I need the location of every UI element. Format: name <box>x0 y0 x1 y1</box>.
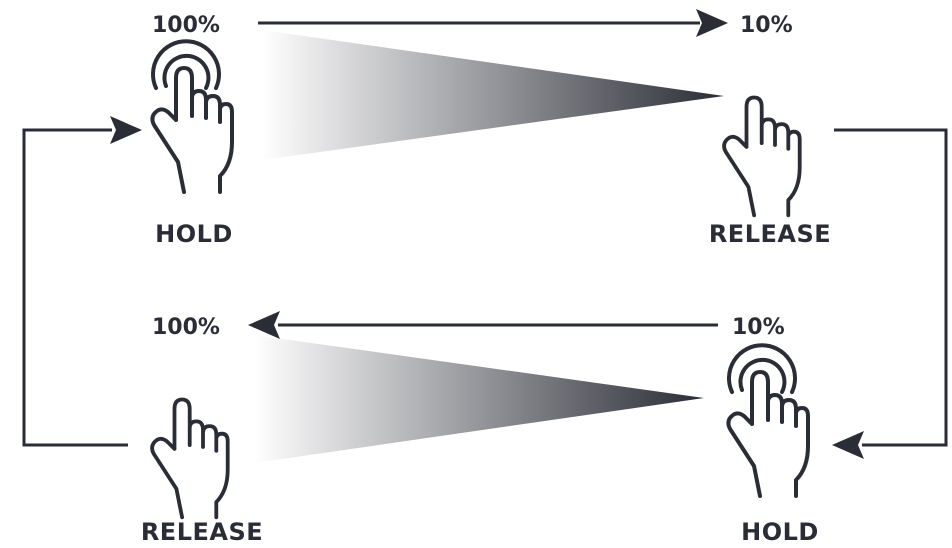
bottom-start-percent: 10% <box>732 315 785 340</box>
top-start-percent: 100% <box>152 13 220 38</box>
hand-tap-hold-icon <box>726 343 810 498</box>
top-right-action-label: RELEASE <box>709 220 831 248</box>
bottom-end-percent: 100% <box>152 315 220 340</box>
top-left-action-label: HOLD <box>155 220 233 248</box>
bottom-left-action-label: RELEASE <box>141 518 263 546</box>
top-gradient-wedge <box>262 30 724 160</box>
bottom-arrow-left <box>248 311 718 339</box>
left-loop-connector <box>22 116 142 447</box>
top-end-percent: 10% <box>740 13 793 38</box>
hand-pointer-icon <box>722 95 802 218</box>
hand-pointer-icon <box>150 397 230 520</box>
bottom-gradient-wedge <box>254 335 704 463</box>
right-loop-connector <box>832 128 948 459</box>
top-arrow-right <box>258 9 728 37</box>
bottom-right-action-label: HOLD <box>741 518 819 546</box>
hand-tap-hold-icon <box>150 39 234 194</box>
